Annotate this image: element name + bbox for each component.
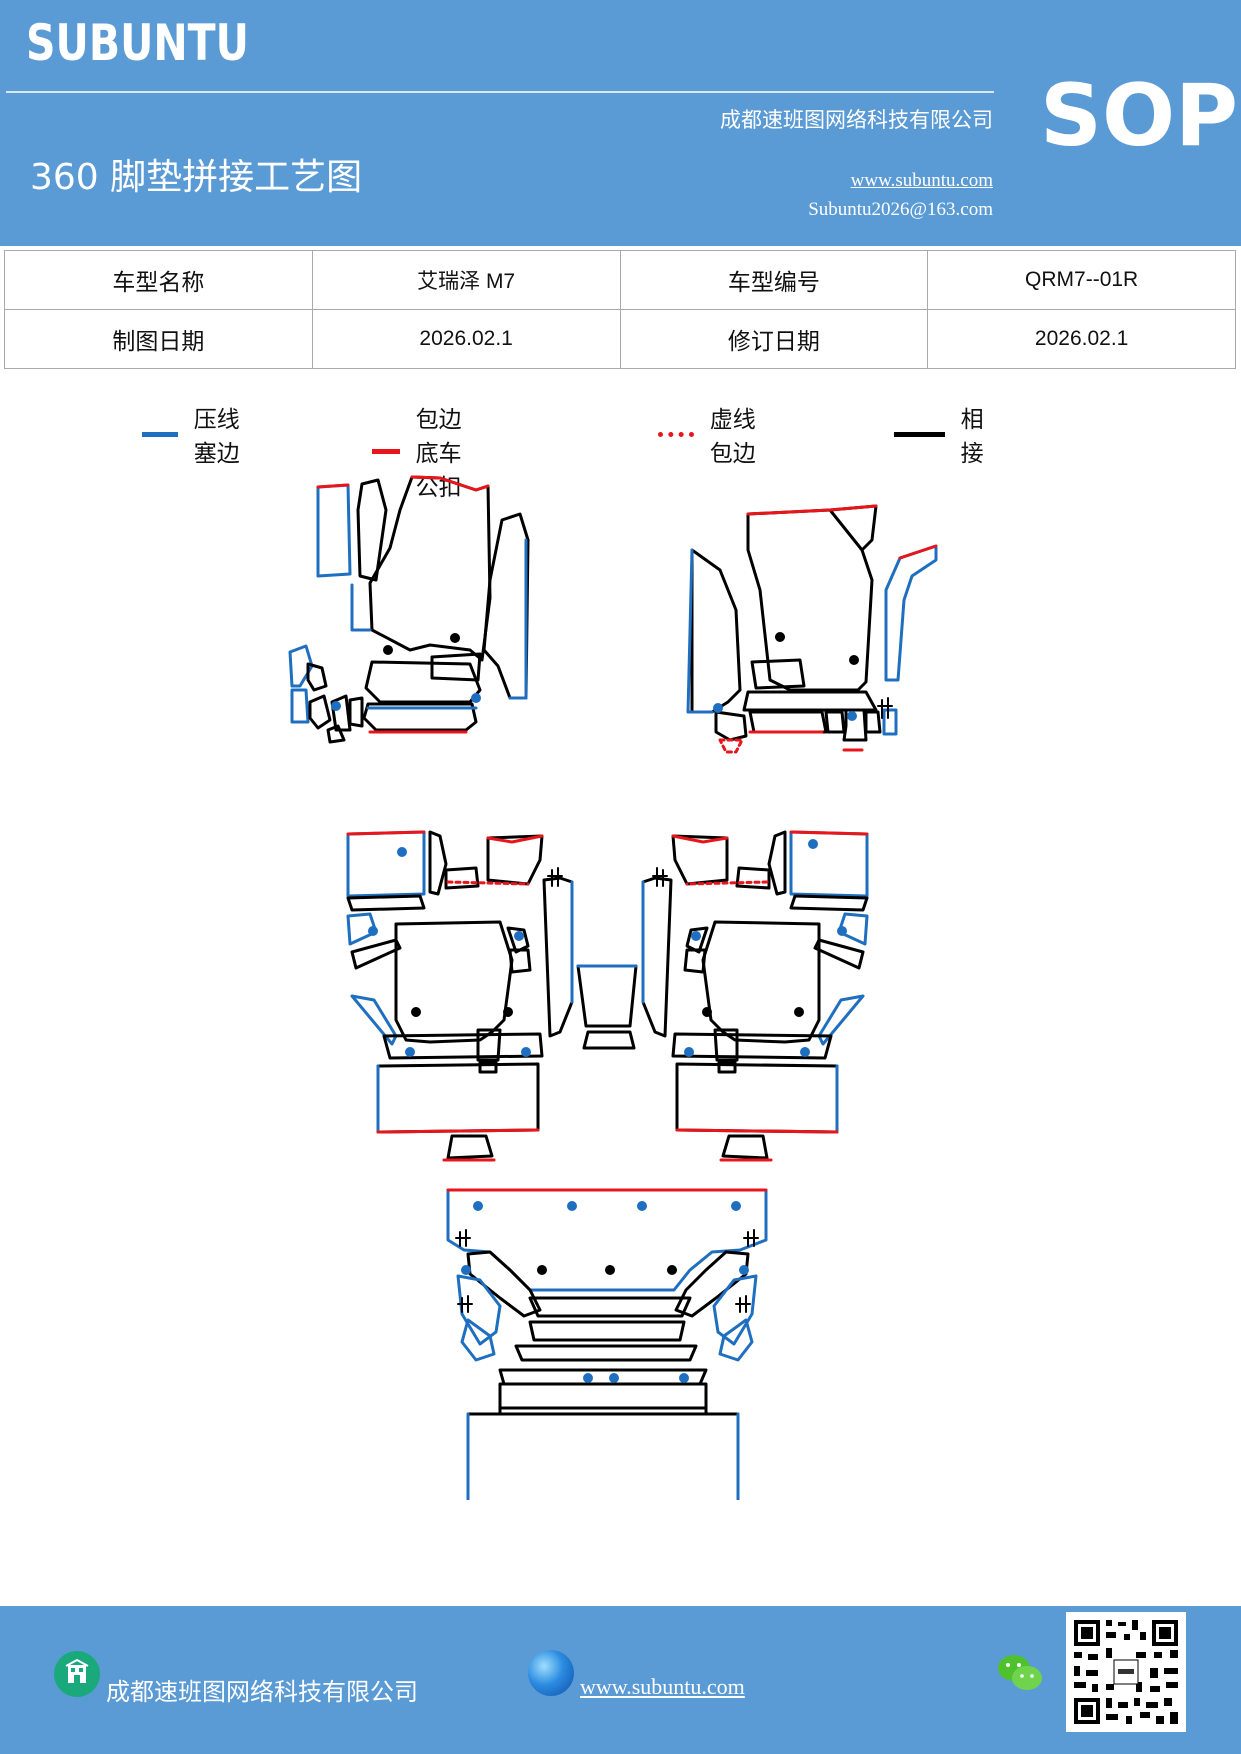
revision-date-value: 2026.02.1 xyxy=(927,309,1236,369)
footer-company: 成都速班图网络科技有限公司 xyxy=(106,1678,418,1706)
info-table: 车型名称 艾瑞泽 M7 车型编号 QRM7--01R 制图日期 2026.02.… xyxy=(4,250,1236,369)
model-code-value: QRM7--01R xyxy=(927,250,1236,310)
mat-center-tunnel xyxy=(576,964,638,1050)
legend-label: 包边底车公扣 xyxy=(415,407,462,501)
legend-swatch-red xyxy=(372,448,400,454)
mat-rear xyxy=(446,1188,768,1500)
floor-mat-diagram xyxy=(288,475,938,1500)
draw-date-label: 制图日期 xyxy=(4,309,313,369)
header-company: 成都速班图网络科技有限公司 xyxy=(720,108,993,132)
sop-badge: SOP xyxy=(1040,66,1239,166)
model-code-label: 车型编号 xyxy=(619,250,929,310)
legend-item: 包边底车公扣 xyxy=(372,400,475,502)
info-row: 车型名称 艾瑞泽 M7 车型编号 QRM7--01R xyxy=(4,250,1236,310)
brand-logo: SUBUNTU xyxy=(26,14,249,72)
footer-url-link[interactable]: www.subuntu.com xyxy=(580,1674,745,1699)
legend-swatch-blue xyxy=(142,431,178,437)
legend-swatch-black xyxy=(894,431,945,437)
model-name-label: 车型名称 xyxy=(4,250,313,310)
legend-item: 虚线包边 xyxy=(658,400,761,468)
info-row: 制图日期 2026.02.1 修订日期 2026.02.1 xyxy=(4,309,1236,369)
header-banner xyxy=(0,0,1241,246)
header-email: Subuntu2026@163.com xyxy=(808,199,993,220)
legend-item: 压线塞边 xyxy=(142,400,245,468)
wechat-icon[interactable] xyxy=(996,1652,1044,1694)
mat-middle-left xyxy=(346,830,574,1162)
globe-icon xyxy=(528,1650,574,1696)
revision-date-label: 修订日期 xyxy=(619,309,929,369)
legend-item: 相接 xyxy=(894,400,997,468)
legend-label: 相接 xyxy=(960,407,984,467)
building-icon xyxy=(54,1651,100,1697)
page-title: 360 脚垫拼接工艺图 xyxy=(30,157,363,198)
header-divider xyxy=(6,91,994,93)
mat-front-left xyxy=(288,475,530,744)
legend-label: 压线塞边 xyxy=(193,407,240,467)
draw-date-value: 2026.02.1 xyxy=(311,309,621,369)
legend-swatch-red-dotted xyxy=(658,431,694,437)
model-name-value: 艾瑞泽 M7 xyxy=(311,250,621,310)
mat-front-right xyxy=(686,504,938,754)
mat-middle-right xyxy=(641,830,869,1162)
header-url-link[interactable]: www.subuntu.com xyxy=(850,170,993,191)
qr-code[interactable] xyxy=(1066,1612,1186,1732)
legend-label: 虚线包边 xyxy=(709,407,756,467)
